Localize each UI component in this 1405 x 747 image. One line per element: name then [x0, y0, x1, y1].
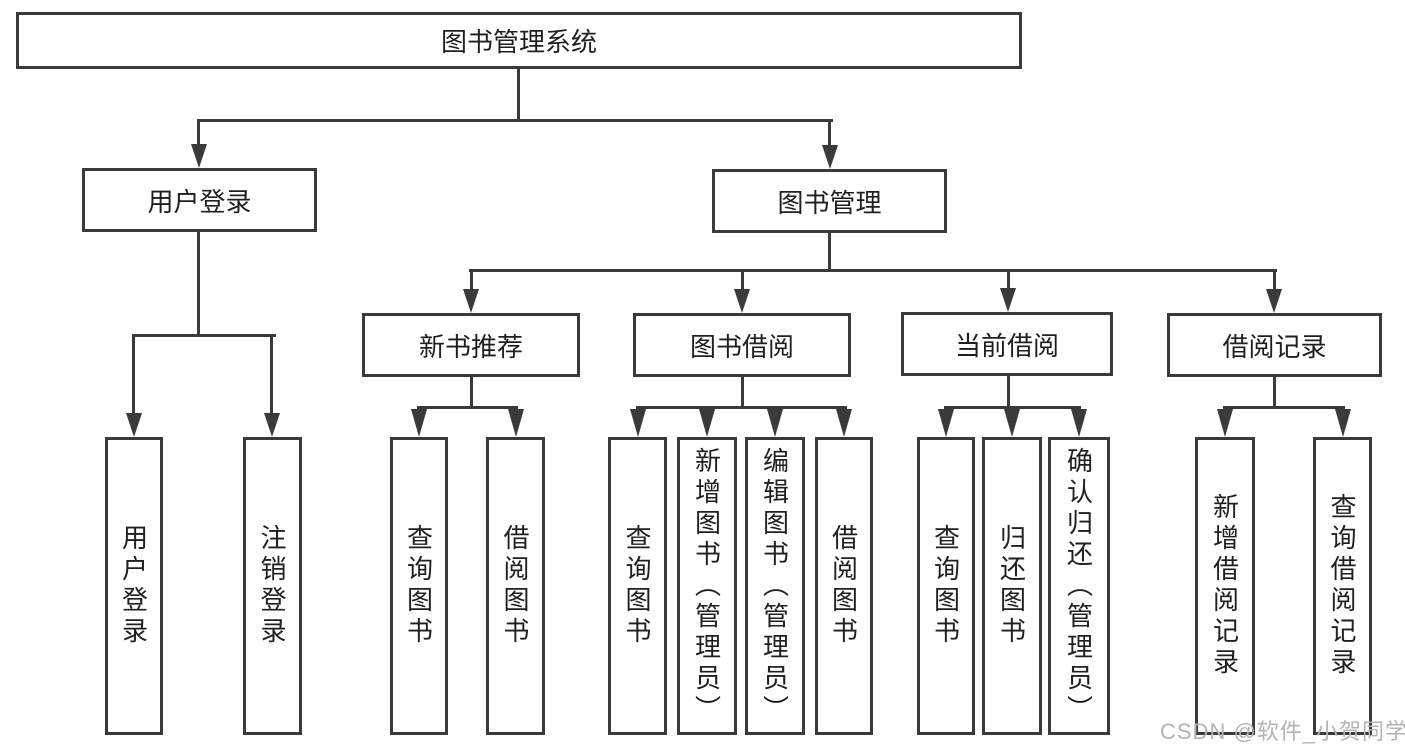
connector-line	[1223, 406, 1345, 409]
node-query-borrow-record: 查询借阅记录	[1313, 437, 1372, 735]
node-confirm-return-admin: 确认归还（管理员）	[1048, 437, 1110, 735]
connector-line	[1273, 375, 1276, 408]
connector-line	[197, 119, 833, 122]
connector-line	[270, 334, 273, 416]
arrow-down-icon	[630, 409, 646, 437]
arrow-down-icon	[767, 409, 783, 437]
arrow-down-icon	[264, 413, 280, 437]
arrow-down-icon	[1004, 409, 1020, 437]
node-add-borrow-record: 新增借阅记录	[1195, 437, 1255, 735]
node-query-books-recommend: 查询图书	[390, 437, 448, 735]
connector-line	[517, 66, 520, 122]
arrow-down-icon	[191, 144, 207, 168]
arrow-down-icon	[126, 413, 142, 437]
node-query-books-borrowing: 查询图书	[608, 437, 667, 735]
node-borrow-books-borrowing: 借阅图书	[815, 437, 873, 735]
node-edit-book-admin: 编辑图书（管理员）	[745, 437, 805, 735]
node-library-management-system: 图书管理系统	[16, 12, 1022, 69]
node-return-book: 归还图书	[982, 437, 1042, 735]
arrow-down-icon	[411, 409, 427, 437]
connector-line	[1007, 269, 1010, 293]
arrow-down-icon	[822, 145, 838, 169]
connector-line	[470, 269, 473, 293]
node-current-borrowing: 当前借阅	[901, 312, 1113, 376]
connector-line	[741, 375, 744, 408]
node-user-login: 用户登录	[105, 437, 163, 735]
arrow-down-icon	[836, 409, 852, 437]
connector-line	[1273, 269, 1276, 293]
connector-line	[741, 269, 744, 293]
node-query-books-current: 查询图书	[917, 437, 975, 735]
connector-line	[197, 230, 200, 337]
arrow-down-icon	[734, 289, 750, 313]
arrow-down-icon	[1071, 409, 1087, 437]
node-book-management-module: 图书管理	[712, 169, 947, 233]
connector-line	[470, 375, 473, 408]
arrow-down-icon	[938, 409, 954, 437]
arrow-down-icon	[1266, 289, 1282, 313]
connector-line	[944, 406, 1081, 409]
node-borrow-books-recommend: 借阅图书	[486, 437, 545, 735]
arrow-down-icon	[1335, 409, 1351, 437]
connector-line	[417, 406, 518, 409]
node-logout: 注销登录	[243, 437, 302, 735]
arrow-down-icon	[463, 289, 479, 313]
connector-line	[469, 269, 1277, 272]
connector-line	[828, 231, 831, 272]
node-borrowing-records: 借阅记录	[1167, 313, 1382, 377]
arrow-down-icon	[1217, 409, 1233, 437]
csdn-watermark: CSDN @软件_小贺同学	[1160, 719, 1405, 744]
node-book-borrowing: 图书借阅	[633, 313, 851, 377]
arrow-down-icon	[1000, 288, 1016, 312]
connector-line	[1007, 375, 1010, 408]
node-user-login-module: 用户登录	[82, 168, 317, 232]
connector-line	[132, 334, 135, 416]
node-new-book-recommendation: 新书推荐	[362, 313, 580, 377]
connector-line	[132, 334, 276, 337]
arrow-down-icon	[699, 409, 715, 437]
connector-line	[636, 406, 847, 409]
arrow-down-icon	[508, 409, 524, 437]
connector-line	[197, 119, 200, 147]
connector-line	[828, 119, 831, 147]
node-add-book-admin: 新增图书（管理员）	[677, 437, 737, 735]
